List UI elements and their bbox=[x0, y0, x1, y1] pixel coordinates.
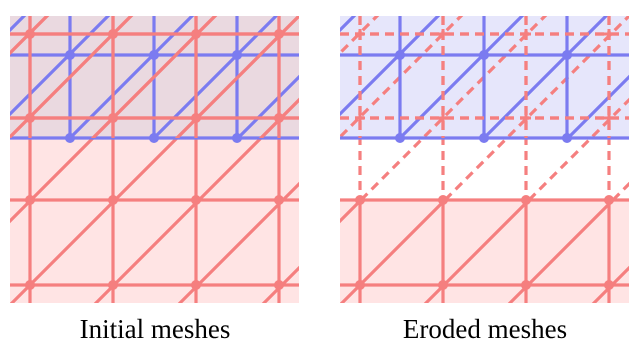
red-eroded-node bbox=[604, 113, 614, 123]
blue-mesh-node bbox=[149, 50, 159, 60]
red-mesh-node bbox=[108, 195, 118, 205]
red-mesh-node bbox=[355, 195, 365, 205]
red-mesh-node bbox=[108, 29, 118, 39]
red-eroded-node bbox=[438, 113, 448, 123]
red-mesh-diagonal-dashed bbox=[340, 16, 380, 56]
red-mesh-node bbox=[108, 280, 118, 290]
red-mesh-node bbox=[274, 113, 284, 123]
initial-meshes-panel bbox=[10, 16, 299, 303]
blue-mesh-node bbox=[232, 133, 242, 143]
red-mesh-node bbox=[521, 280, 531, 290]
blue-mesh-node bbox=[562, 133, 572, 143]
red-mesh-node bbox=[25, 113, 35, 123]
red-eroded-node bbox=[604, 29, 614, 39]
blue-mesh-diagonal bbox=[479, 16, 609, 140]
red-mesh-diagonal bbox=[340, 198, 447, 303]
blue-mesh-diagonal bbox=[340, 16, 441, 117]
red-mesh-node bbox=[25, 195, 35, 205]
red-mesh-diagonal bbox=[93, 97, 299, 303]
red-mesh-node bbox=[25, 280, 35, 290]
blue-mesh-diagonal bbox=[340, 16, 357, 33]
red-mesh-diagonal bbox=[177, 181, 299, 303]
red-mesh-node bbox=[274, 280, 284, 290]
red-mesh-diagonal-dashed bbox=[359, 16, 548, 202]
red-eroded-node bbox=[438, 29, 448, 39]
red-mesh-diagonal bbox=[423, 198, 531, 303]
red-mesh-node bbox=[438, 195, 448, 205]
red-mesh-diagonal-dashed bbox=[443, 16, 629, 202]
blue-mesh-diagonal bbox=[10, 16, 111, 117]
blue-mesh-diagonal bbox=[149, 16, 279, 140]
blue-mesh-diagonal bbox=[10, 16, 27, 33]
blue-mesh-node bbox=[149, 133, 159, 143]
red-mesh-node bbox=[108, 113, 118, 123]
red-mesh-diagonal-overlay bbox=[10, 16, 50, 56]
blue-mesh-node bbox=[65, 133, 75, 143]
blue-mesh-diagonal bbox=[233, 74, 299, 140]
red-mesh-node bbox=[604, 280, 614, 290]
red-eroded-node bbox=[355, 113, 365, 123]
eroded-meshes-panel bbox=[340, 16, 629, 303]
red-mesh-node bbox=[521, 195, 531, 205]
red-mesh-node bbox=[274, 29, 284, 39]
caption-initial-meshes: Initial meshes bbox=[79, 314, 231, 344]
red-mesh-node bbox=[191, 29, 201, 39]
blue-mesh-node bbox=[232, 50, 242, 60]
red-mesh-fill bbox=[340, 200, 629, 303]
caption-eroded-meshes: Eroded meshes bbox=[402, 314, 568, 344]
red-mesh-node bbox=[191, 280, 201, 290]
blue-mesh-diagonal bbox=[395, 16, 525, 140]
red-mesh-diagonal-overlay bbox=[174, 16, 299, 138]
blue-mesh-node bbox=[479, 133, 489, 143]
red-mesh-node bbox=[438, 280, 448, 290]
red-mesh-diagonal-overlay bbox=[10, 16, 134, 138]
red-mesh-node bbox=[191, 113, 201, 123]
red-eroded-node bbox=[355, 29, 365, 39]
red-eroded-node bbox=[521, 29, 531, 39]
red-mesh-diagonal-dashed bbox=[340, 16, 464, 140]
red-eroded-node bbox=[521, 113, 531, 123]
red-mesh-node bbox=[604, 195, 614, 205]
blue-mesh-node bbox=[395, 50, 405, 60]
red-mesh-diagonal bbox=[340, 198, 363, 224]
blue-mesh-node bbox=[562, 50, 572, 60]
red-mesh-node bbox=[274, 195, 284, 205]
blue-mesh-diagonal bbox=[65, 16, 195, 140]
red-mesh-diagonal-dashed bbox=[527, 97, 629, 202]
blue-mesh-diagonal bbox=[563, 74, 629, 140]
blue-mesh-node bbox=[65, 50, 75, 60]
red-mesh-diagonal bbox=[261, 265, 299, 303]
blue-mesh-node bbox=[395, 133, 405, 143]
red-mesh-diagonal bbox=[507, 198, 615, 303]
red-mesh-node bbox=[191, 195, 201, 205]
red-mesh-node bbox=[25, 29, 35, 39]
blue-mesh-node bbox=[479, 50, 489, 60]
red-mesh-diagonal-overlay bbox=[90, 16, 218, 138]
red-mesh-node bbox=[355, 280, 365, 290]
